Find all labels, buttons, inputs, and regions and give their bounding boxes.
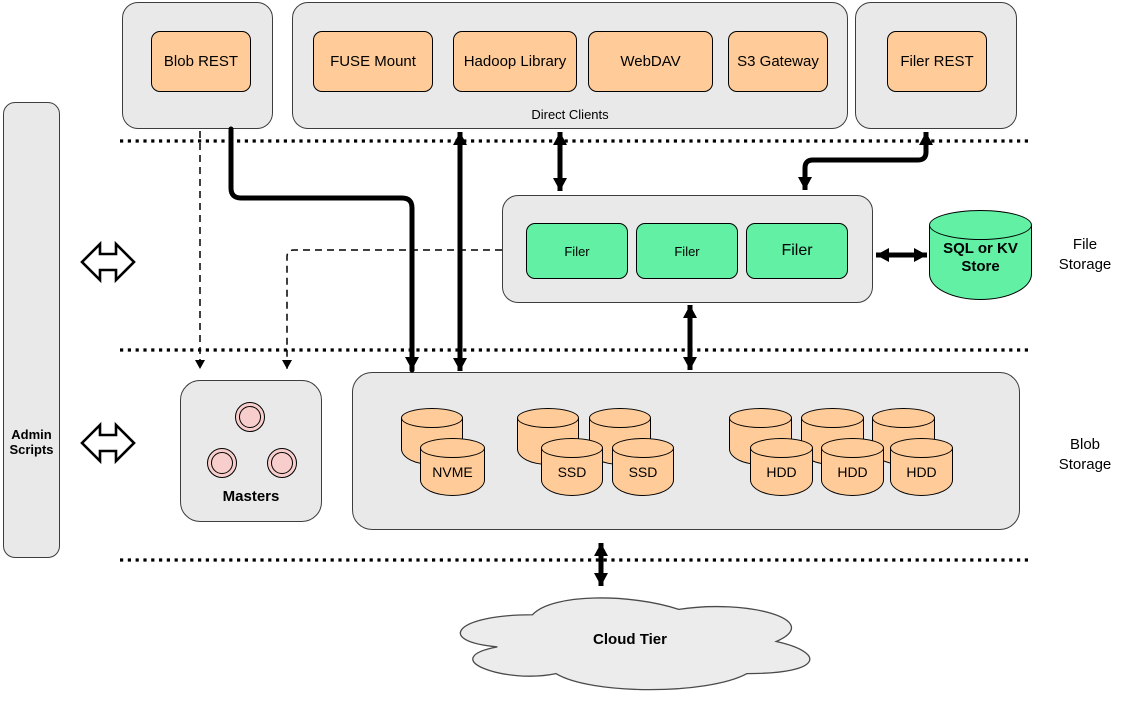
arrow-blobrest-to-blobstorage xyxy=(228,126,419,373)
filer-rest-node: Filer REST xyxy=(887,31,987,92)
hadoop-library-label: Hadoop Library xyxy=(463,53,567,70)
fuse-mount-node: FUSE Mount xyxy=(313,31,433,92)
cylinder-top xyxy=(517,408,579,428)
ssd-label: SSD xyxy=(557,464,587,480)
hdd-label: HDD xyxy=(906,464,937,480)
master-node-1 xyxy=(235,402,265,432)
master-node-3 xyxy=(267,448,297,478)
blob-rest-group: Blob REST xyxy=(122,2,273,129)
direct-clients-label: Direct Clients xyxy=(531,107,609,122)
filer-rest-label: Filer REST xyxy=(900,53,974,70)
webdav-label: WebDAV xyxy=(620,53,681,70)
cylinder-top xyxy=(589,408,651,428)
filer-node-2: Filer xyxy=(636,223,738,279)
admin-double-arrow-top xyxy=(80,240,136,284)
cylinder-top xyxy=(541,438,603,458)
cloud-tier-node: Cloud Tier xyxy=(435,588,825,695)
cylinder-top xyxy=(821,438,884,458)
file-storage-tier-label: File Storage xyxy=(1058,236,1112,273)
sql-kv-store-label: SQL or KV Store xyxy=(943,240,1018,275)
master-node-core xyxy=(211,452,233,474)
volume-hdd-1: HDD xyxy=(750,438,813,496)
volume-hdd-2: HDD xyxy=(821,438,884,496)
fuse-mount-label: FUSE Mount xyxy=(330,53,416,70)
admin-scripts-label: Admin Scripts xyxy=(9,427,54,457)
blob-storage-tier-label: Blob Storage xyxy=(1058,436,1112,473)
master-node-core xyxy=(239,406,261,428)
volume-ssd-1: SSD xyxy=(541,438,603,496)
cylinder-top xyxy=(929,210,1032,240)
cylinder-top xyxy=(872,408,935,428)
hdd-label: HDD xyxy=(837,464,868,480)
arrow-filers-to-masters xyxy=(282,249,502,369)
nvme-label: NVME xyxy=(432,464,473,480)
cloud-shape xyxy=(459,597,811,691)
cylinder-top xyxy=(801,408,864,428)
s3-gateway-label: S3 Gateway xyxy=(737,53,819,70)
filer-label-1: Filer xyxy=(564,243,590,259)
cloud-tier-label: Cloud Tier xyxy=(593,631,667,648)
volume-nvme: NVME xyxy=(420,438,485,496)
volume-ssd-2: SSD xyxy=(612,438,674,496)
ssd-label: SSD xyxy=(628,464,658,480)
s3-gateway-node: S3 Gateway xyxy=(728,31,828,92)
filer-label-2: Filer xyxy=(674,243,700,259)
master-node-core xyxy=(271,452,293,474)
filer-rest-group: Filer REST xyxy=(855,2,1017,129)
cylinder-top xyxy=(401,408,463,428)
admin-scripts-panel: Admin Scripts xyxy=(3,102,60,558)
masters-group: Masters xyxy=(180,380,322,522)
master-node-2 xyxy=(207,448,237,478)
blob-rest-label: Blob REST xyxy=(163,53,239,70)
cylinder-top xyxy=(612,438,674,458)
hdd-label: HDD xyxy=(766,464,797,480)
cylinder-top xyxy=(750,438,813,458)
cylinder-top xyxy=(420,438,485,458)
admin-double-arrow-bottom xyxy=(80,421,136,465)
cylinder-body xyxy=(612,448,674,496)
masters-label: Masters xyxy=(222,488,280,505)
filer-node-1: Filer xyxy=(526,223,628,279)
sql-kv-store-node: SQL or KV Store xyxy=(929,210,1032,300)
blob-rest-node: Blob REST xyxy=(151,31,251,92)
filer-label-3: Filer xyxy=(781,242,813,259)
webdav-node: WebDAV xyxy=(588,31,713,92)
filer-group: Filer Filer Filer xyxy=(502,195,873,303)
blob-storage-group: NVME SSD SSD HDD xyxy=(352,372,1020,530)
cylinder-top xyxy=(890,438,953,458)
direct-clients-group: FUSE Mount Hadoop Library WebDAV S3 Gate… xyxy=(292,2,848,129)
volume-hdd-3: HDD xyxy=(890,438,953,496)
cylinder-top xyxy=(729,408,792,428)
filer-node-3: Filer xyxy=(746,223,848,279)
arrow-filerrest-to-filers xyxy=(798,132,933,190)
hadoop-library-node: Hadoop Library xyxy=(453,31,577,92)
